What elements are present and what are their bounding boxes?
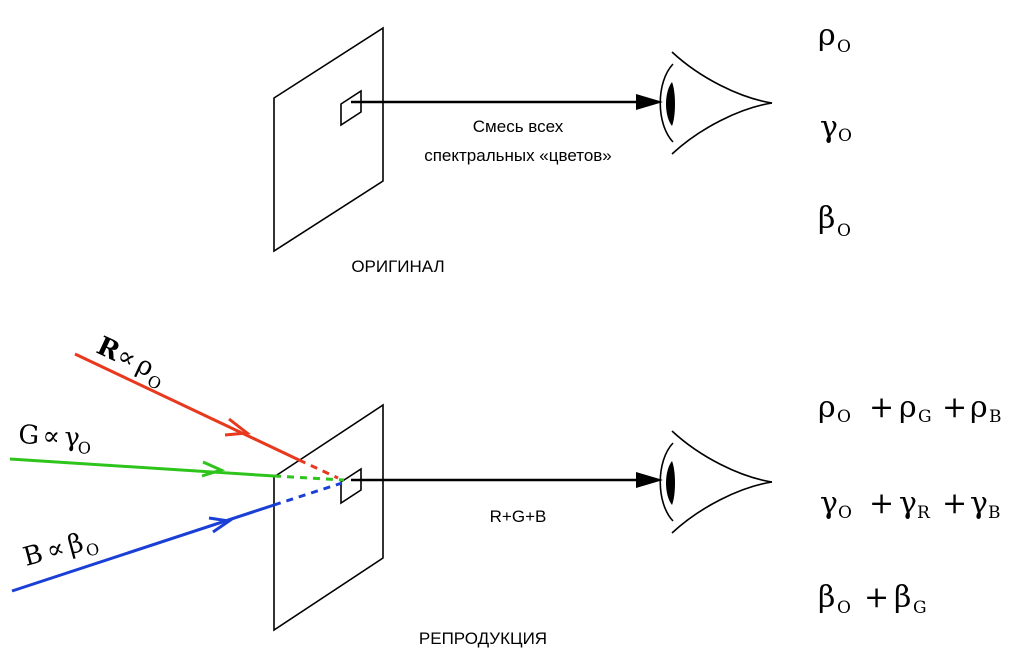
original-caption: ОРИГИНАЛ <box>351 257 444 276</box>
red-ray <box>74 352 339 480</box>
rho-term-2: ρ <box>899 390 917 425</box>
gamma-symbol: γ <box>820 110 838 145</box>
gamma-term-1: γ <box>820 486 838 521</box>
gamma-term-2-sub: R <box>917 503 931 523</box>
beta-term-1: β <box>818 580 835 615</box>
reproduction-sum-rho: ρ O + ρ G + ρ B <box>818 390 1002 427</box>
eye-icon <box>659 430 773 534</box>
rho-term-1-sub: O <box>837 407 851 427</box>
gamma-term-1-sub: O <box>838 503 852 523</box>
green-ray <box>9 457 345 482</box>
blue-symbol: β <box>64 528 86 561</box>
rho-term-3: ρ <box>970 390 988 425</box>
plus-sign: + <box>942 486 967 521</box>
original-arrowhead <box>636 94 663 110</box>
beta-term-1-sub: O <box>837 598 851 618</box>
gamma-subscript: O <box>838 126 852 146</box>
reproduction-arrow-label: R+G+B <box>490 507 547 526</box>
plus-sign: + <box>869 390 894 425</box>
gamma-term-2: γ <box>899 486 917 521</box>
rho-term-3-sub: B <box>989 407 1002 427</box>
green-symbol: γ <box>64 422 81 453</box>
original-sample-patch <box>340 89 362 127</box>
beta-symbol: β <box>818 201 835 236</box>
rho-term-2-sub: G <box>918 407 932 427</box>
eye-icon <box>659 51 773 155</box>
gamma-term-3: γ <box>970 486 988 521</box>
rho-term-1: ρ <box>818 390 836 425</box>
reproduction-arrowhead <box>636 472 663 488</box>
original-response-rho: ρ O <box>818 18 851 57</box>
red-ray-label: R ∝ ρ O <box>92 331 164 394</box>
green-letter: G <box>18 420 40 451</box>
reproduction-sample-patch <box>340 467 362 505</box>
beta-term-2: β <box>894 580 911 615</box>
original-arrow-label-line2: спектральных «цветов» <box>424 146 612 165</box>
beta-subscript: O <box>837 221 851 241</box>
original-surface <box>273 26 384 253</box>
plus-sign: + <box>869 486 894 521</box>
plus-sign: + <box>942 390 967 425</box>
reproduction-sum-beta: β O + β G <box>818 580 927 618</box>
beta-term-2-sub: G <box>913 598 927 618</box>
original-response-beta: β O <box>818 201 851 241</box>
blue-subscript: O <box>84 539 102 561</box>
blue-letter: B <box>20 539 46 573</box>
original-response-gamma: γ O <box>820 110 852 146</box>
rho-subscript: O <box>837 37 851 57</box>
gamma-term-3-sub: B <box>988 503 1001 523</box>
reproduction-panel: R ∝ ρ O G ∝ γ O B ∝ β O R+G+B РЕПРОДУКЦИ… <box>9 331 1002 648</box>
rho-symbol: ρ <box>818 18 836 53</box>
green-subscript: O <box>77 438 91 458</box>
reproduction-sum-gamma: γ O + γ R + γ B <box>820 486 1001 523</box>
blue-ray-label: B ∝ β O <box>20 528 102 573</box>
plus-sign: + <box>864 580 889 615</box>
reproduction-caption: РЕПРОДУКЦИЯ <box>419 629 547 648</box>
reproduction-surface <box>273 403 384 632</box>
green-ray-label: G ∝ γ O <box>18 420 92 458</box>
blue-prop: ∝ <box>43 533 68 567</box>
green-prop: ∝ <box>42 421 61 452</box>
original-arrow-label-line1: Смесь всех <box>473 117 564 136</box>
blue-ray <box>11 481 343 593</box>
original-panel: Смесь всех спектральных «цветов» ОРИГИНА… <box>273 18 852 276</box>
